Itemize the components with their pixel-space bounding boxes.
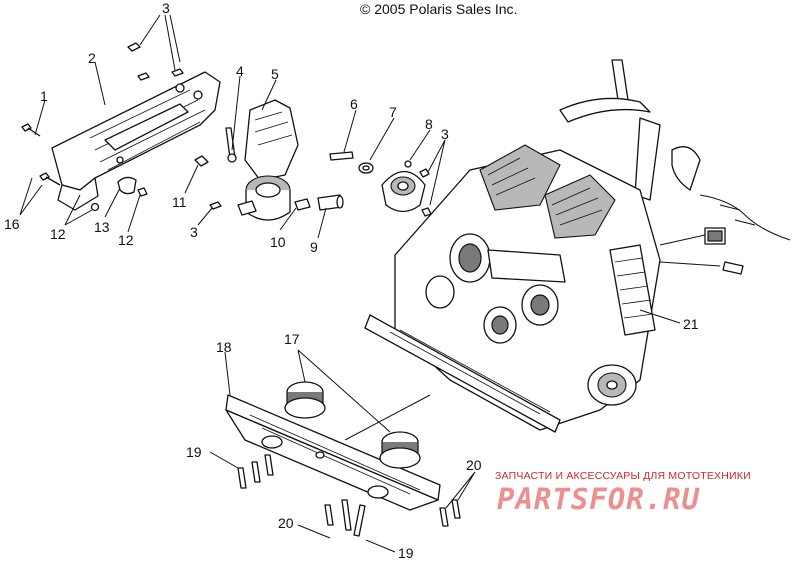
callout-2: 2 (88, 50, 96, 66)
mount-rail-icon (225, 394, 441, 511)
callout-12: 12 (50, 226, 66, 242)
callout-3b: 3 (441, 126, 449, 142)
engine-mount-icon (194, 99, 344, 221)
callout-14: 16 (4, 216, 20, 232)
callout-17: 19 (186, 444, 202, 460)
callout-12b: 12 (118, 232, 134, 248)
callout-3: 3 (162, 0, 170, 16)
callout-15: 17 (284, 331, 300, 347)
callout-10: 10 (270, 234, 286, 250)
mount-plate-icon (329, 151, 432, 217)
bolt-icon (237, 454, 461, 537)
callout-3c: 3 (190, 224, 198, 240)
callout-19: 19 (398, 545, 414, 561)
callout-11: 11 (172, 194, 187, 210)
engine-assembly-icon (364, 59, 701, 433)
callout-18: 20 (278, 515, 294, 531)
wiring-harness-icon (659, 194, 791, 275)
watermark-logo: PARTSFOR.RU (497, 482, 701, 516)
callout-6: 6 (350, 96, 358, 112)
rubber-isolator-icon (284, 381, 421, 469)
clamp-icon (117, 176, 148, 197)
callout-7: 7 (389, 104, 397, 120)
callout-13: 13 (94, 219, 110, 235)
callout-16: 18 (216, 339, 232, 355)
callout-numbers: 3 2 1 4 5 6 7 8 3 16 12 13 12 11 3 10 9 … (4, 0, 699, 561)
callout-4: 4 (236, 63, 244, 79)
callout-8: 8 (425, 116, 433, 132)
callout-5: 5 (271, 66, 279, 82)
callout-20: 20 (466, 457, 482, 473)
callout-1: 1 (40, 88, 48, 104)
bolt-icon (21, 42, 184, 212)
callout-9: 9 (310, 239, 318, 255)
bracket-plate-icon (51, 71, 221, 211)
callout-21: 21 (683, 316, 699, 332)
watermark-tagline: ЗАПЧАСТИ И АКСЕССУАРЫ ДЛЯ МОТОТЕХНИКИ (495, 470, 751, 482)
copyright-notice: © 2005 Polaris Sales Inc. (360, 1, 518, 17)
leader-lines (19, 14, 681, 553)
